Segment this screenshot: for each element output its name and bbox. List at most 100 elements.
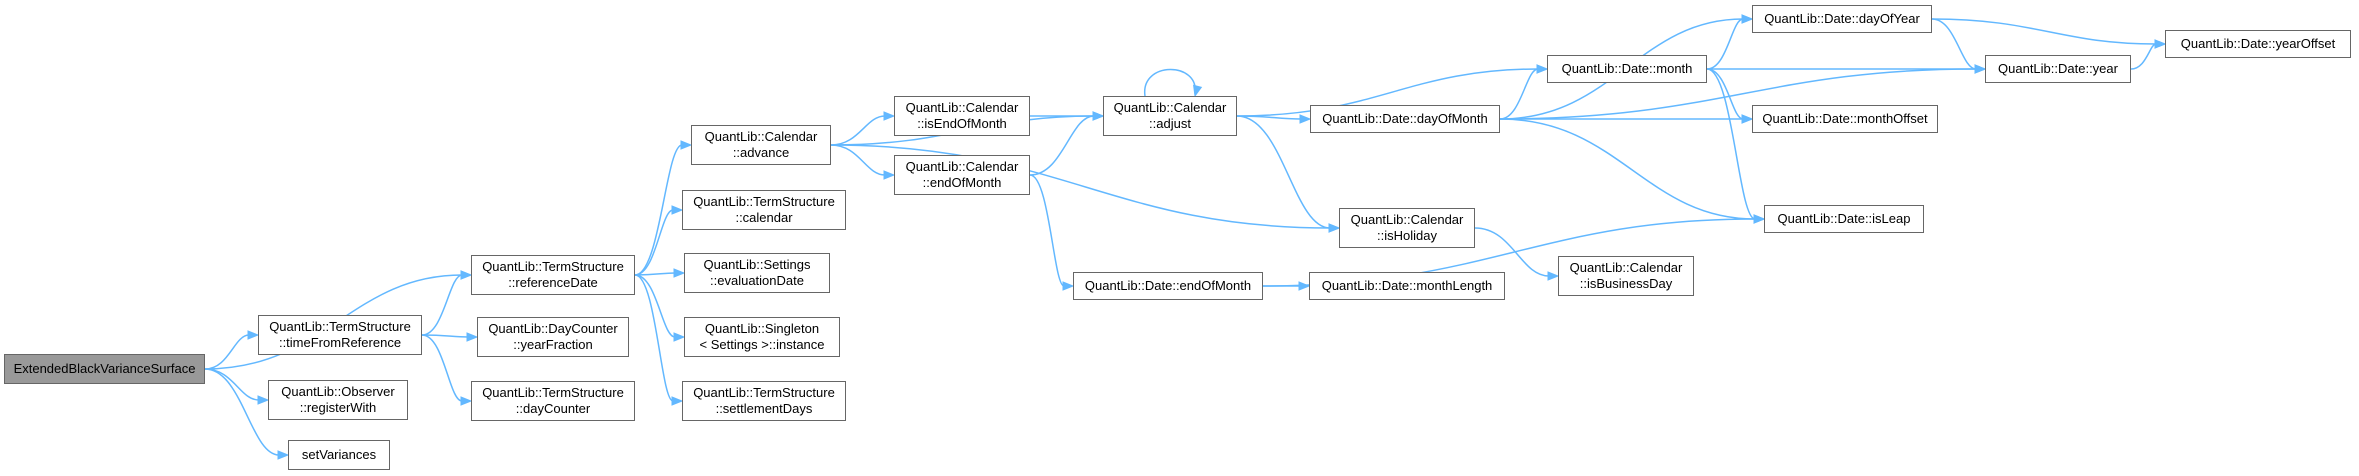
- edge-arrowhead: [247, 330, 260, 340]
- edge-n1-to-n5: [634, 144, 683, 276]
- node-label: ::registerWith: [299, 400, 377, 415]
- node-label: QuantLib::Observer: [281, 384, 395, 399]
- edge-arrowhead: [257, 395, 270, 405]
- node-date-month[interactable]: QuantLib::Date::month: [1547, 55, 1707, 83]
- edge-n2-to-n11: [421, 334, 463, 402]
- edge-n12-to-n15: [1236, 115, 1331, 229]
- edge-n13-to-n18: [1029, 174, 1065, 287]
- node-date-dayofmonth[interactable]: QuantLib::Date::dayOfMonth: [1310, 105, 1500, 133]
- edge-n2-to-n1: [421, 274, 463, 336]
- edge-n5-to-n15: [830, 144, 1331, 229]
- edge-n0-to-n4: [204, 368, 280, 456]
- edge-arrowhead: [1974, 64, 1987, 74]
- node-label: QuantLib::Date::year: [1998, 61, 2118, 76]
- node-label: QuantLib::TermStructure: [482, 259, 624, 274]
- node-label: QuantLib::TermStructure: [482, 385, 624, 400]
- edge-arrowhead: [460, 396, 473, 406]
- node-label: ::calendar: [735, 210, 793, 225]
- node-daycounter-yearfraction[interactable]: QuantLib::DayCounter ::yearFraction: [477, 317, 629, 357]
- edge-n16-to-n24: [1499, 118, 1756, 220]
- edge-arrowhead: [1193, 84, 1203, 98]
- node-label: QuantLib::Date::dayOfMonth: [1322, 111, 1488, 126]
- node-date-isleap[interactable]: QuantLib::Date::isLeap: [1764, 205, 1924, 233]
- node-label: ::endOfMonth: [922, 175, 1002, 190]
- edge-n16-to-n17: [1499, 68, 1539, 120]
- edge-arrowhead: [1741, 114, 1754, 124]
- node-date-dayofyear[interactable]: QuantLib::Date::dayOfYear: [1752, 5, 1932, 33]
- node-calendar-adjust[interactable]: QuantLib::Calendar ::adjust: [1103, 96, 1237, 136]
- node-label: QuantLib::Date::monthOffset: [1762, 111, 1928, 126]
- node-date-monthoffset[interactable]: QuantLib::Date::monthOffset: [1752, 105, 1938, 133]
- node-setvariances[interactable]: setVariances: [288, 440, 390, 470]
- edge-arrowhead: [1547, 271, 1560, 281]
- node-singleton-settings-instance[interactable]: QuantLib::Singleton < Settings >::instan…: [684, 317, 840, 357]
- node-label: QuantLib::Settings: [703, 257, 811, 272]
- node-label: QuantLib::Calendar: [1113, 100, 1227, 115]
- node-label: ExtendedBlackVarianceSurface: [13, 361, 196, 376]
- node-calendar-advance[interactable]: QuantLib::Calendar ::advance: [691, 125, 831, 165]
- edge-n0-to-n3: [204, 368, 260, 401]
- node-label: ::timeFromReference: [278, 335, 402, 350]
- edge-arrowhead: [680, 140, 693, 150]
- node-label: QuantLib::Date::endOfMonth: [1084, 278, 1252, 293]
- edge-n1-to-n8: [634, 274, 676, 338]
- node-label: QuantLib::Calendar: [1350, 212, 1464, 227]
- edge-n1-to-n7: [634, 272, 676, 276]
- node-termstructure-settlementdays[interactable]: QuantLib::TermStructure ::settlementDays: [682, 381, 846, 421]
- node-date-year[interactable]: QuantLib::Date::year: [1985, 55, 2131, 83]
- edge-arrowhead: [671, 396, 684, 406]
- node-label: ::isBusinessDay: [1579, 276, 1673, 291]
- edge-n16-to-n22: [1499, 68, 1977, 120]
- node-termstructure-daycounter[interactable]: QuantLib::TermStructure ::dayCounter: [471, 381, 635, 421]
- node-label: ::isHoliday: [1377, 228, 1437, 243]
- node-termstructure-calendar[interactable]: QuantLib::TermStructure ::calendar: [682, 190, 846, 230]
- edge-arrowhead: [883, 111, 896, 121]
- edge-n12-to-n12: [1144, 68, 1196, 97]
- node-settings-evaluationdate[interactable]: QuantLib::Settings ::evaluationDate: [684, 253, 830, 293]
- node-date-yearoffset[interactable]: QuantLib::Date::yearOffset: [2165, 30, 2351, 58]
- node-label: QuantLib::TermStructure: [269, 319, 411, 334]
- node-label: ::evaluationDate: [710, 273, 804, 288]
- node-date-monthlength[interactable]: QuantLib::Date::monthLength: [1309, 272, 1505, 300]
- edge-arrowhead: [671, 205, 684, 215]
- node-label: < Settings >::instance: [699, 337, 825, 352]
- edge-n5-to-n13: [830, 144, 886, 176]
- edge-n1-to-n9: [634, 274, 674, 402]
- edge-arrowhead: [1092, 111, 1105, 121]
- node-termstructure-referencedate[interactable]: QuantLib::TermStructure ::referenceDate: [471, 255, 635, 295]
- node-label: ::referenceDate: [508, 275, 598, 290]
- edge-arrowhead: [2154, 39, 2167, 49]
- edge-n12-to-n17: [1236, 68, 1539, 117]
- edge-n17-to-n23: [1706, 68, 1744, 120]
- node-calendar-isendofmonth[interactable]: QuantLib::Calendar ::isEndOfMonth: [894, 96, 1030, 136]
- edge-n17-to-n24: [1706, 68, 1756, 220]
- node-label: QuantLib::Calendar: [1569, 260, 1683, 275]
- edge-arrowhead: [673, 332, 686, 342]
- node-observer-registerwith[interactable]: QuantLib::Observer ::registerWith: [268, 380, 408, 420]
- node-label: QuantLib::Date::yearOffset: [2180, 36, 2336, 51]
- node-label: QuantLib::Date::isLeap: [1777, 211, 1911, 226]
- node-label: QuantLib::Date::dayOfYear: [1764, 11, 1920, 26]
- node-termstructure-timefromreference[interactable]: QuantLib::TermStructure ::timeFromRefere…: [258, 315, 422, 355]
- node-extended-black-variance-surface: ExtendedBlackVarianceSurface: [4, 354, 205, 384]
- edge-n1-to-n6: [634, 209, 674, 276]
- node-date-endofmonth[interactable]: QuantLib::Date::endOfMonth: [1073, 272, 1263, 300]
- node-calendar-isbusinessday[interactable]: QuantLib::Calendar ::isBusinessDay: [1558, 256, 1694, 296]
- node-label: ::settlementDays: [715, 401, 813, 416]
- edge-arrowhead: [277, 450, 290, 460]
- edge-arrowhead: [1328, 223, 1341, 233]
- node-label: QuantLib::Date::monthLength: [1321, 278, 1493, 293]
- node-label: ::yearFraction: [513, 337, 593, 352]
- edge-arrowhead: [1741, 14, 1754, 24]
- node-label: QuantLib::Date::month: [1561, 61, 1693, 76]
- node-calendar-isholiday[interactable]: QuantLib::Calendar ::isHoliday: [1339, 208, 1475, 248]
- node-label: ::isEndOfMonth: [917, 116, 1007, 131]
- node-calendar-endofmonth[interactable]: QuantLib::Calendar ::endOfMonth: [894, 155, 1030, 195]
- edge-arrowhead: [466, 332, 479, 342]
- node-label: ::adjust: [1149, 116, 1191, 131]
- node-label: QuantLib::TermStructure: [693, 194, 835, 209]
- edge-arrowhead: [673, 268, 686, 278]
- edge-arrowhead: [883, 170, 896, 180]
- node-label: setVariances: [301, 447, 377, 462]
